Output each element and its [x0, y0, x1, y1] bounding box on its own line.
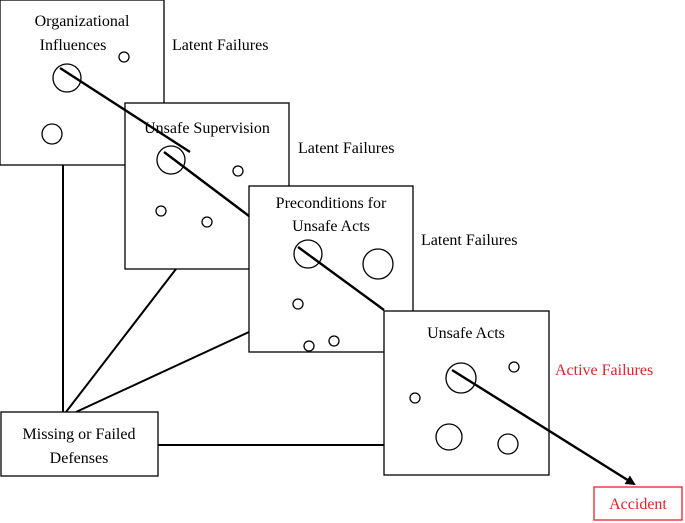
layer-box: [383, 310, 550, 476]
trajectory-segment: [163, 151, 250, 217]
trajectory-segment: [297, 246, 385, 311]
hole: [156, 145, 186, 175]
defenses-box: Missing or Failed Defenses: [0, 411, 159, 477]
defenses-box-frame: [0, 411, 159, 477]
failure-label-unsafe-acts: Active Failures: [555, 362, 653, 379]
hole: [201, 216, 213, 228]
layer-title-line-1: Organizational: [35, 13, 130, 30]
accident-label: Accident: [609, 496, 667, 513]
layer-unsafe-acts: Unsafe Acts: [383, 310, 550, 476]
layer-title-line-2: Unsafe Acts: [292, 218, 370, 235]
hole: [508, 361, 520, 373]
hole: [155, 205, 167, 217]
hole: [445, 362, 477, 394]
trajectory-segment: [59, 66, 191, 154]
defenses-line-1: Missing or Failed: [23, 426, 136, 443]
hole: [497, 433, 519, 455]
accident-box: Accident: [593, 486, 683, 521]
hole: [118, 51, 130, 63]
hole: [409, 392, 421, 404]
hole: [232, 165, 244, 177]
defenses-line-2: Defenses: [50, 450, 109, 467]
accident-box-frame: [593, 486, 683, 521]
hole: [52, 63, 82, 93]
failure-label-organizational: Latent Failures: [172, 37, 268, 54]
failure-label-preconditions: Latent Failures: [421, 232, 517, 249]
layer-title-line-1: Unsafe Supervision: [144, 120, 270, 137]
hole: [41, 123, 63, 145]
layer-title-line-2: Influences: [40, 37, 107, 54]
hole: [303, 340, 315, 352]
hole: [292, 298, 304, 310]
defense-link-supervision: [65, 268, 177, 413]
hole: [362, 248, 394, 280]
trajectory-arrow: [451, 368, 636, 486]
defense-link-preconditions: [75, 331, 250, 413]
hole: [435, 423, 463, 451]
layer-title-line-1: Preconditions for: [276, 195, 387, 212]
hole: [328, 335, 340, 347]
failure-label-supervision: Latent Failures: [298, 140, 394, 157]
layer-title-line-1: Unsafe Acts: [427, 325, 505, 342]
